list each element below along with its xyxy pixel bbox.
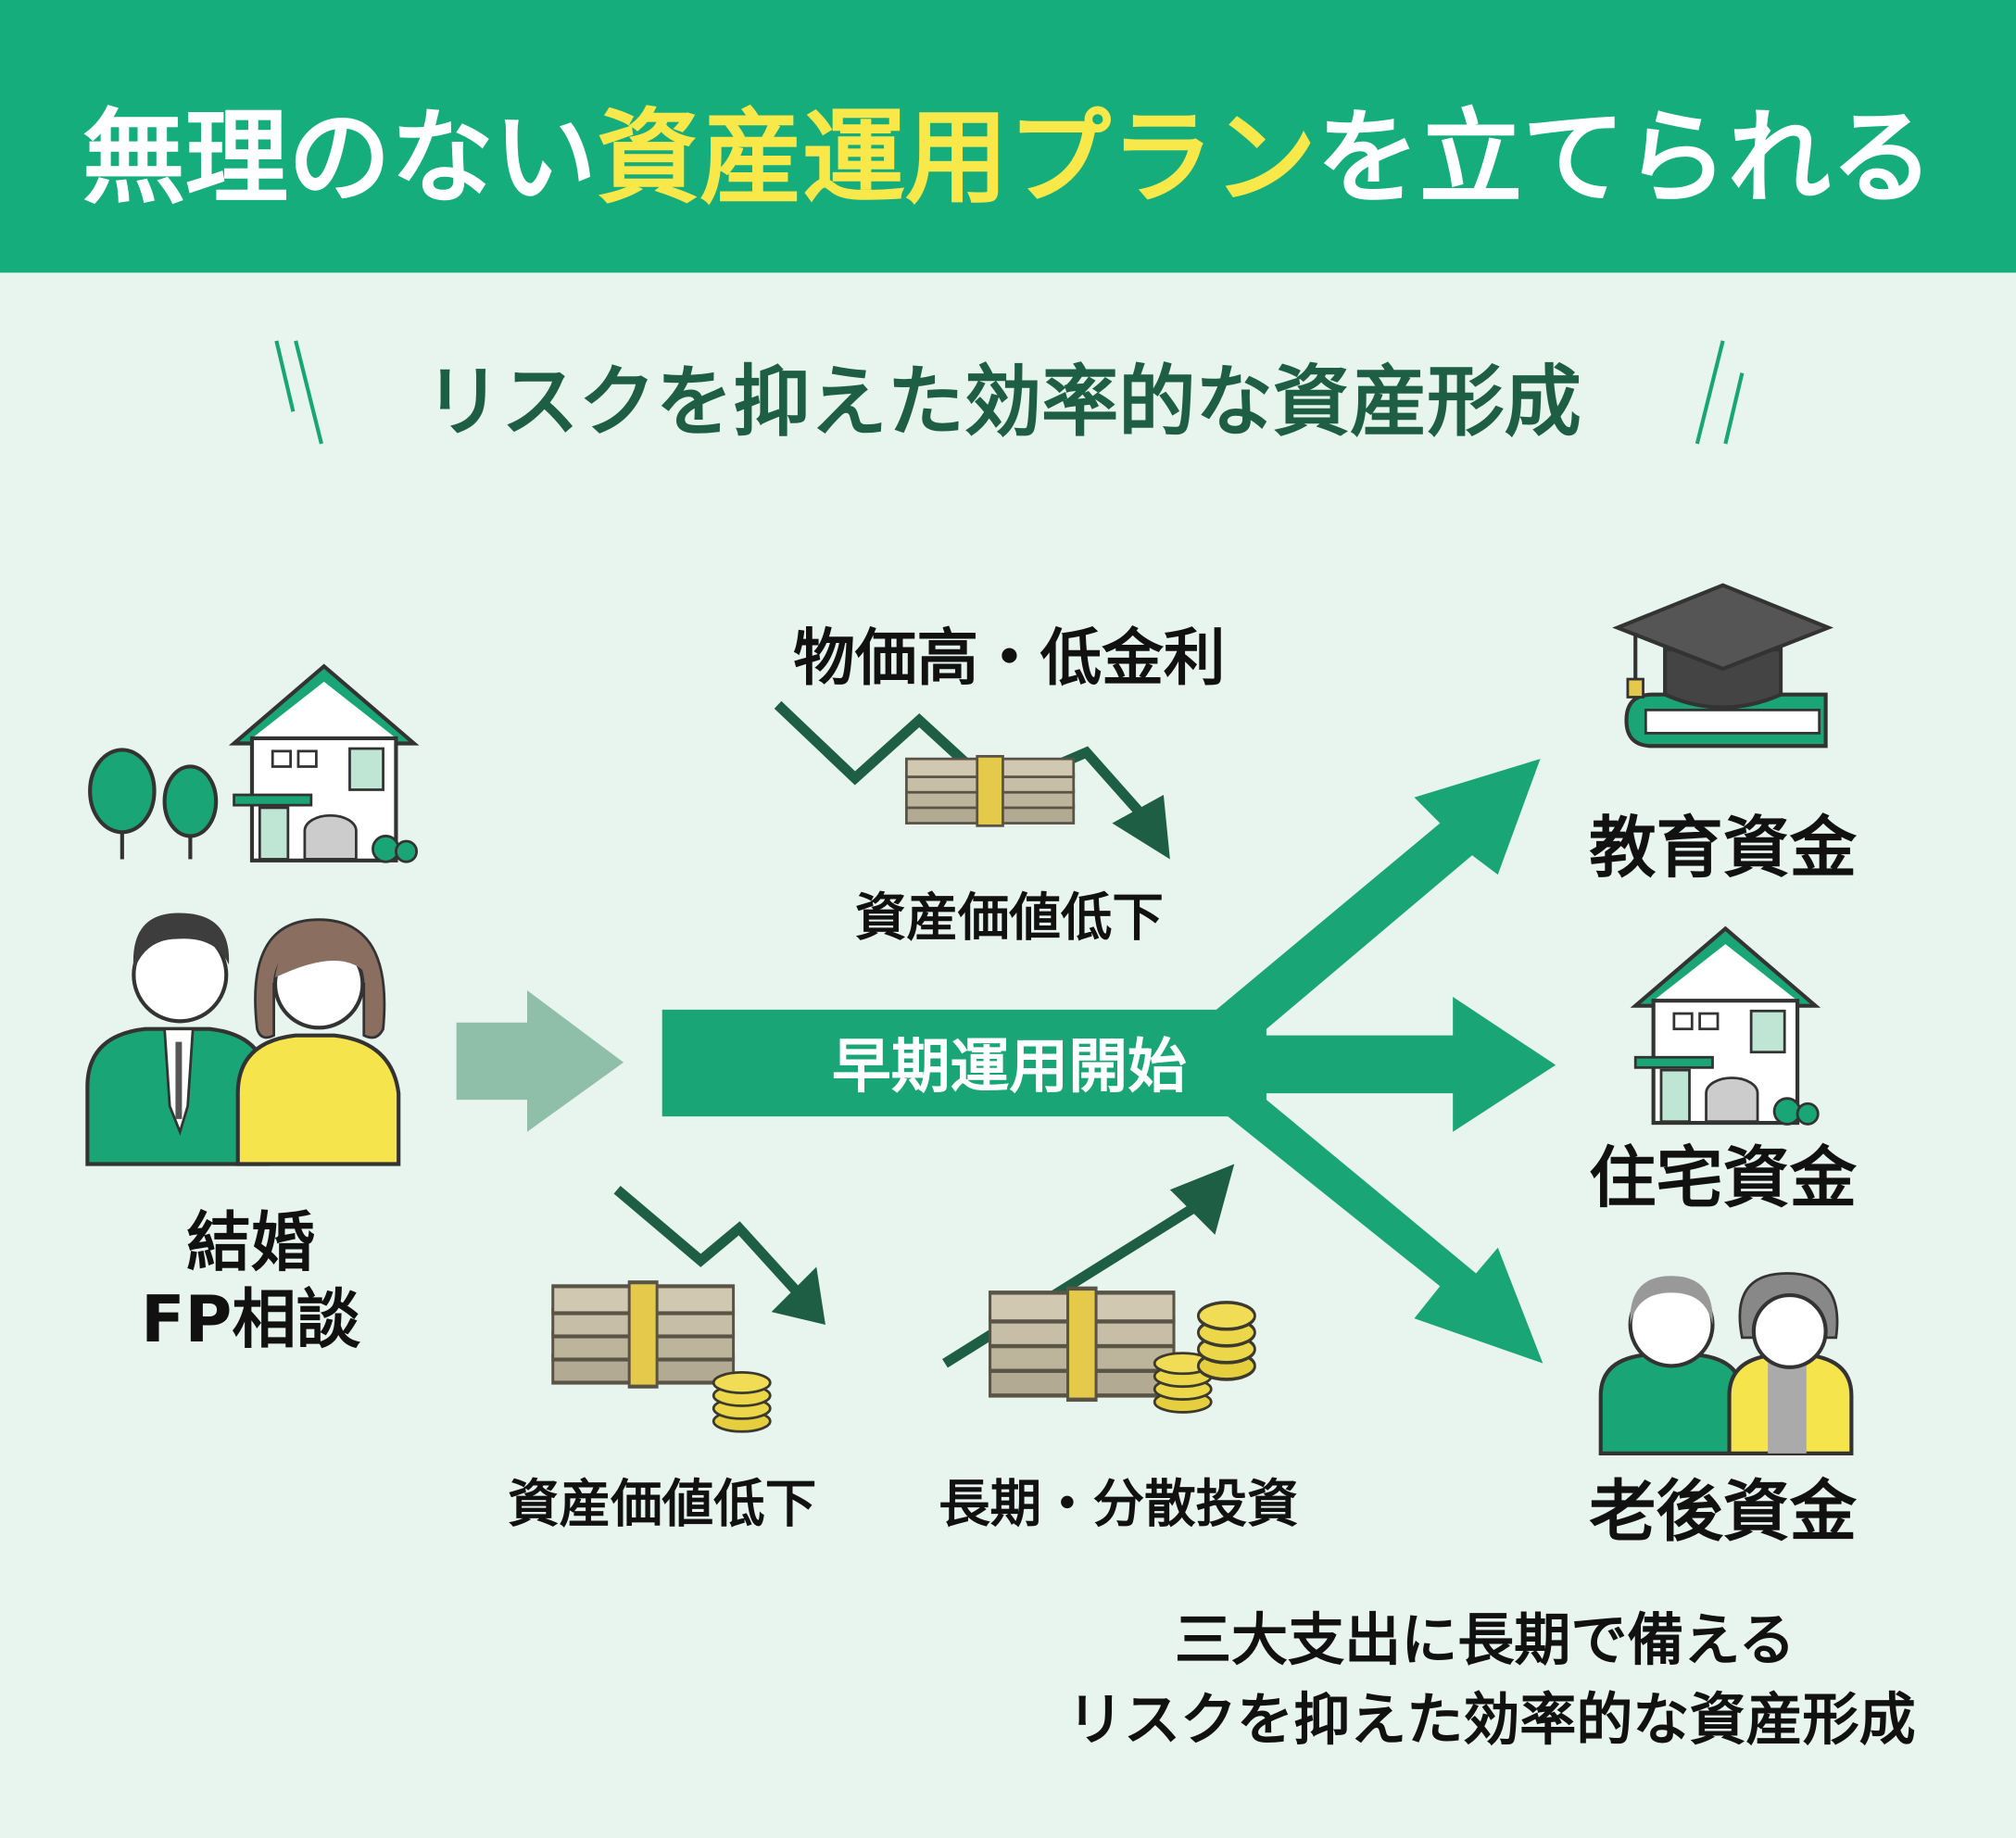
goal-house-icon — [1635, 928, 1818, 1124]
bottom-asset-decline-caption: 資産価値低下 — [508, 1474, 816, 1534]
money-stack-icon-3 — [990, 1289, 1174, 1400]
decline-arrow-icon-2 — [613, 1186, 825, 1326]
title-part2: を立てられる — [1317, 98, 1934, 218]
page-title: 無理のない資産運用プランを立てられる — [82, 98, 1934, 218]
elderly-couple-icon — [1598, 1272, 1854, 1455]
top-asset-decline-caption: 資産価値低下 — [855, 888, 1164, 948]
faded-arrow-icon — [456, 990, 624, 1132]
footer-line-1: 三大支出に長期で備える — [1175, 1607, 1796, 1673]
early-investment-label: 早期運用開始 — [832, 1033, 1187, 1102]
growth-arrow-icon — [942, 1164, 1235, 1368]
house-icon — [234, 666, 417, 862]
graduation-cap-book-icon — [1612, 583, 1834, 749]
goal-education-label: 教育資金 — [1589, 810, 1857, 888]
long-term-diversified-caption: 長期・分散投資 — [939, 1474, 1299, 1534]
subtitle: リスクを抑えた効率的な資産形成 — [424, 357, 1581, 447]
footer-line-2: リスクを抑えた効率的な資産形成 — [1067, 1687, 1916, 1753]
inflation-low-rate-label: 物価高・低金利 — [793, 622, 1225, 694]
money-stack-icon — [904, 754, 1076, 827]
tree-icon — [88, 748, 219, 860]
money-stack-icon-2 — [553, 1282, 734, 1386]
header-band — [0, 0, 2016, 273]
decline-arrow-icon — [774, 700, 1170, 860]
title-part1: 無理のない — [82, 98, 597, 218]
subtitle-slash-right — [1695, 340, 1745, 445]
goal-retirement-label: 老後資金 — [1589, 1473, 1857, 1551]
arrow-to-retirement — [1215, 1100, 1544, 1364]
coins-icon — [712, 1371, 772, 1433]
branch-arrows — [1208, 759, 1556, 1364]
left-label-marriage: 結婚 — [186, 1206, 315, 1280]
goal-housing-label: 住宅資金 — [1589, 1140, 1857, 1218]
early-investment-bar — [662, 1009, 1266, 1117]
couple-icon — [85, 913, 401, 1166]
arrow-to-education — [1208, 759, 1541, 1029]
coins-icon-3 — [1196, 1301, 1257, 1381]
left-label-fp-consultation: FP相談 — [141, 1283, 361, 1357]
subtitle-slash-left — [274, 340, 323, 445]
arrow-to-housing — [1228, 996, 1556, 1132]
title-highlight: 資産運用プラン — [597, 98, 1317, 218]
